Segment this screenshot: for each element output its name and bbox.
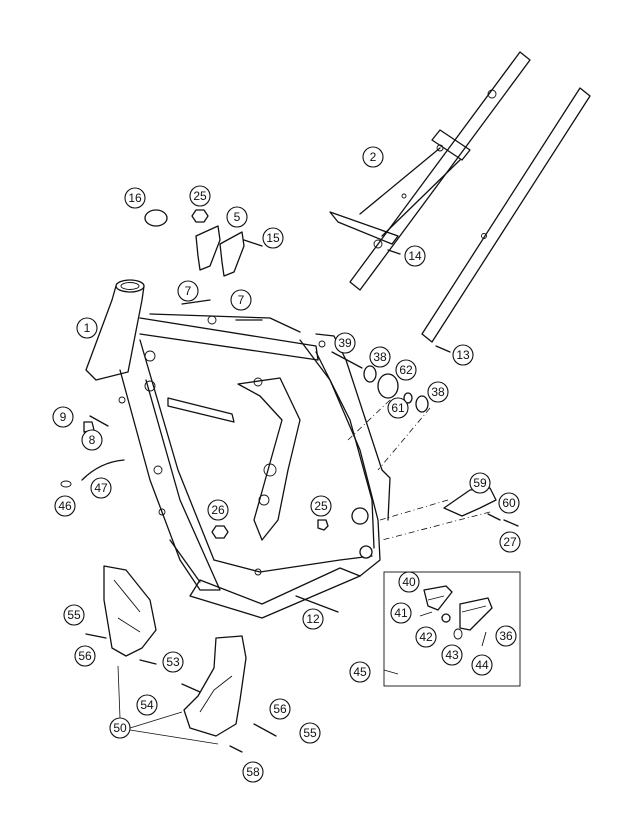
callout-61: 61 <box>387 397 409 419</box>
callout-1: 1 <box>76 317 98 339</box>
svg-text:9: 9 <box>60 410 67 424</box>
svg-text:15: 15 <box>266 231 280 245</box>
svg-text:12: 12 <box>306 612 320 626</box>
svg-text:8: 8 <box>89 433 96 447</box>
svg-text:26: 26 <box>211 503 225 517</box>
svg-text:38: 38 <box>431 385 445 399</box>
callout-9: 9 <box>52 406 74 428</box>
callout-47: 47 <box>90 477 112 499</box>
svg-text:40: 40 <box>402 575 416 589</box>
callout-16: 16 <box>124 187 146 209</box>
svg-text:56: 56 <box>273 702 287 716</box>
callout-54: 54 <box>136 694 158 716</box>
callout-59: 59 <box>469 472 491 494</box>
callout-55b: 55 <box>299 722 321 744</box>
callout-60: 60 <box>498 492 520 514</box>
callout-46: 46 <box>54 495 76 517</box>
svg-text:27: 27 <box>503 535 517 549</box>
main-frame <box>85 279 391 619</box>
svg-text:16: 16 <box>128 191 142 205</box>
callout-14: 14 <box>404 245 426 267</box>
svg-text:53: 53 <box>166 655 180 669</box>
callout-26: 26 <box>207 499 229 521</box>
svg-text:7: 7 <box>238 293 245 307</box>
callout-5: 5 <box>226 206 248 228</box>
svg-text:60: 60 <box>502 496 516 510</box>
callout-55a: 55 <box>63 604 85 626</box>
callout-7a: 7 <box>177 280 199 302</box>
callout-43: 43 <box>441 644 463 666</box>
svg-text:39: 39 <box>338 336 352 350</box>
callout-25a: 25 <box>189 185 211 207</box>
subframe <box>329 51 591 343</box>
callout-40: 40 <box>398 571 420 593</box>
svg-text:2: 2 <box>370 150 377 164</box>
svg-text:47: 47 <box>94 481 108 495</box>
callout-2: 2 <box>362 146 384 168</box>
callout-50: 50 <box>109 717 131 739</box>
leader-lines <box>117 665 399 745</box>
callout-62: 62 <box>395 359 417 381</box>
callout-25b: 25 <box>310 495 332 517</box>
svg-text:38: 38 <box>373 350 387 364</box>
svg-text:41: 41 <box>394 606 408 620</box>
callout-44: 44 <box>471 654 493 676</box>
callout-7b: 7 <box>230 289 252 311</box>
callout-38a: 38 <box>369 346 391 368</box>
callout-38b: 38 <box>427 381 449 403</box>
svg-text:13: 13 <box>456 348 470 362</box>
callout-39: 39 <box>334 332 356 354</box>
svg-text:25: 25 <box>193 189 207 203</box>
svg-text:55: 55 <box>67 608 81 622</box>
svg-text:61: 61 <box>391 401 405 415</box>
svg-text:58: 58 <box>246 765 260 779</box>
frame-protectors <box>85 565 277 753</box>
svg-text:1: 1 <box>84 321 91 335</box>
svg-text:62: 62 <box>399 363 413 377</box>
callout-8: 8 <box>81 429 103 451</box>
callout-13: 13 <box>452 344 474 366</box>
svg-text:14: 14 <box>408 249 422 263</box>
svg-text:36: 36 <box>499 629 513 643</box>
svg-text:46: 46 <box>58 499 72 513</box>
svg-text:56: 56 <box>78 649 92 663</box>
svg-text:42: 42 <box>419 630 433 644</box>
svg-text:59: 59 <box>473 476 487 490</box>
callout-56a: 56 <box>74 645 96 667</box>
small-parts <box>60 209 519 613</box>
svg-text:5: 5 <box>234 210 241 224</box>
svg-text:44: 44 <box>475 658 489 672</box>
callout-12: 12 <box>302 608 324 630</box>
callout-36: 36 <box>495 625 517 647</box>
callout-45: 45 <box>349 661 371 683</box>
svg-text:54: 54 <box>140 698 154 712</box>
callout-58: 58 <box>242 761 264 783</box>
callout-56b: 56 <box>269 698 291 720</box>
svg-text:55: 55 <box>303 726 317 740</box>
svg-text:45: 45 <box>353 665 367 679</box>
svg-text:25: 25 <box>314 499 328 513</box>
callout-42: 42 <box>415 626 437 648</box>
footrest-box <box>383 571 521 687</box>
callout-41: 41 <box>390 602 412 624</box>
svg-text:50: 50 <box>113 721 127 735</box>
svg-text:7: 7 <box>185 284 192 298</box>
callout-15: 15 <box>262 227 284 249</box>
callout-27: 27 <box>499 531 521 553</box>
callout-53: 53 <box>162 651 184 673</box>
svg-text:43: 43 <box>445 648 459 662</box>
